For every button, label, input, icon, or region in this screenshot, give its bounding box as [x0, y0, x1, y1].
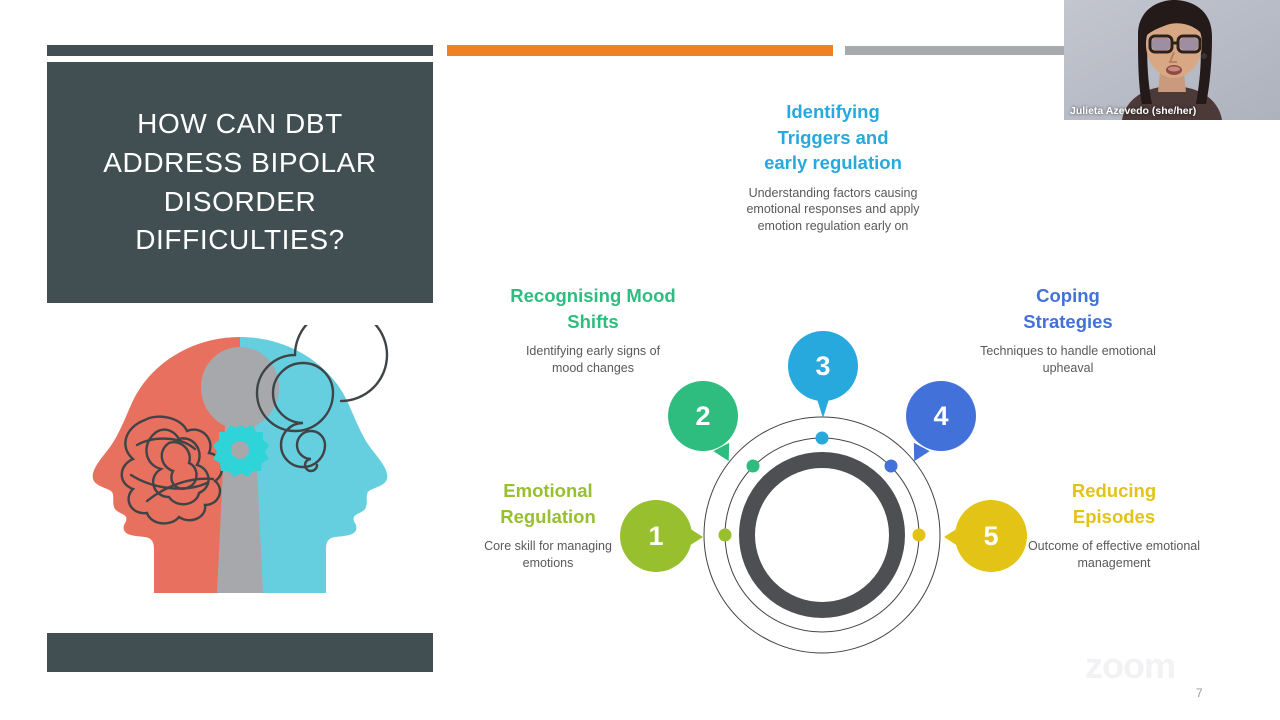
diagram-label-2: Recognising Mood Shifts Identifying earl… — [510, 283, 676, 376]
bubble-tail — [689, 528, 703, 546]
diagram-node-3[interactable]: 3 — [788, 331, 858, 418]
circular-diagram — [703, 416, 941, 654]
diagram-node-2[interactable]: 2 — [668, 381, 738, 466]
diagram-label-2-title: Recognising Mood Shifts — [510, 285, 676, 332]
two-heads-illustration — [92, 325, 389, 593]
diagram-label-4: Coping Strategies Techniques to handle e… — [980, 283, 1156, 376]
diagram-label-4-description: Techniques to handle emotional upheaval — [980, 344, 1156, 375]
spiral-motif — [255, 325, 389, 473]
bubble-tail — [816, 396, 830, 418]
diagram-label-3: Identifying Triggers and early regulatio… — [746, 99, 919, 234]
zoom-watermark: zoom — [1085, 645, 1176, 686]
slide-title: HOW CAN DBT ADDRESS BIPOLAR DISORDER DIF… — [103, 108, 377, 256]
diagram-node-5[interactable]: 5 — [944, 500, 1027, 572]
bubble-tail — [944, 528, 958, 546]
diagram-label-5-description: Outcome of effective emotional managemen… — [1027, 539, 1201, 570]
diagram-label-5: Reducing Episodes Outcome of effective e… — [1028, 478, 1200, 571]
diagram-node-1-number: 1 — [648, 520, 664, 551]
diagram-label-1-title: Emotional Regulation — [500, 480, 596, 527]
diagram-label-3-description: Understanding factors causing emotional … — [746, 185, 920, 233]
diagram-node-3-number: 3 — [815, 350, 831, 381]
participant-name-label: Julieta Azevedo (she/her) — [1070, 105, 1197, 117]
diagram-label-1-description: Core skill for managing emotions — [484, 539, 612, 570]
title-footer-bar — [47, 633, 433, 672]
diagram-label-3-title: Identifying Triggers and early regulatio… — [764, 101, 902, 174]
node-dot-4 — [884, 459, 898, 473]
diagram-node-1[interactable]: 1 — [620, 500, 703, 572]
title-panel: HOW CAN DBT ADDRESS BIPOLAR DISORDER DIF… — [47, 62, 433, 303]
diagram-node-5-number: 5 — [983, 520, 999, 551]
diagram-node-2-number: 2 — [695, 400, 711, 431]
accent-bar-orange — [447, 45, 833, 56]
node-dot-3 — [815, 431, 829, 445]
diagram-node-4-number: 4 — [933, 400, 949, 431]
node-dot-1 — [718, 528, 732, 542]
accent-bar-gray — [845, 46, 1065, 55]
diagram-node-4[interactable]: 4 — [906, 381, 976, 466]
left-head-silhouette — [92, 337, 240, 593]
video-participant-tile[interactable]: Julieta Azevedo (she/her) — [1064, 0, 1280, 120]
diagram-label-1: Emotional Regulation Core skill for mana… — [462, 478, 634, 571]
participant-webcam-image — [1064, 0, 1280, 120]
diagram-label-4-title: Coping Strategies — [1023, 285, 1113, 332]
tangled-scribble-motif — [120, 415, 224, 525]
node-dot-2 — [746, 459, 760, 473]
gear-icon — [213, 425, 269, 477]
diagram-label-2-description: Identifying early signs of mood changes — [525, 344, 661, 375]
page-number: 7 — [1196, 686, 1203, 700]
accent-bar-dark — [47, 45, 433, 56]
diagram-label-5-title: Reducing Episodes — [1071, 480, 1157, 527]
center-ring — [739, 452, 905, 618]
node-dot-5 — [912, 528, 926, 542]
